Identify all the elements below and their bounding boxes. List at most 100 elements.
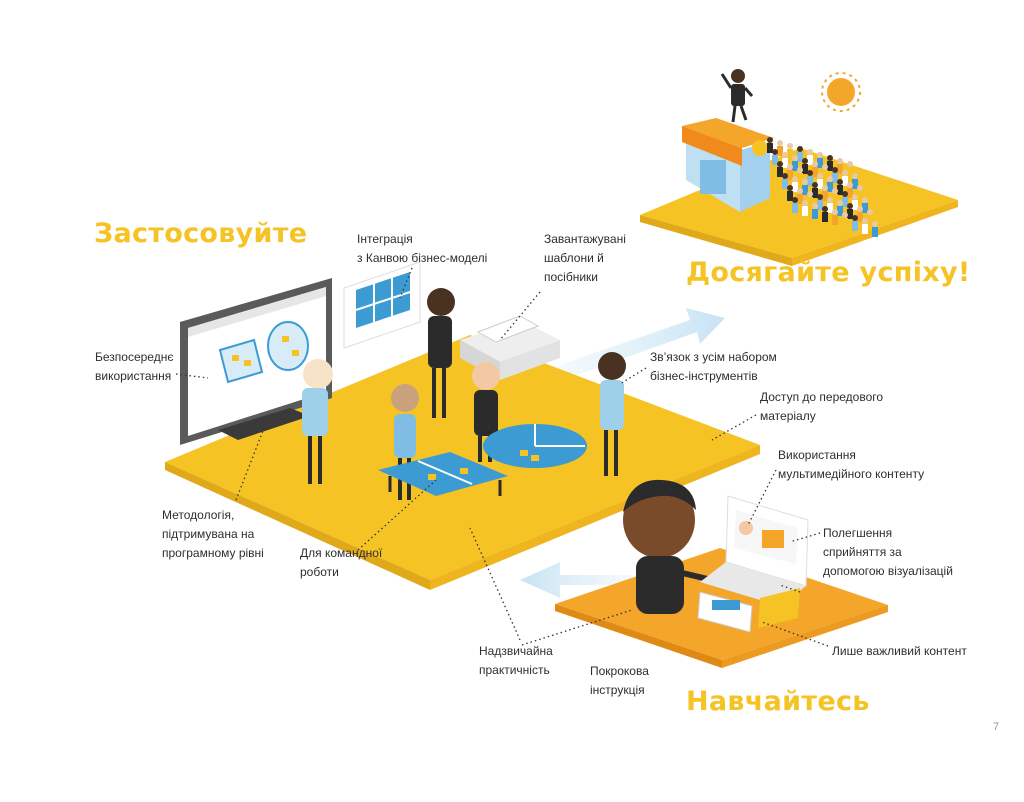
heading-apply: Застосовуйте	[94, 218, 308, 249]
crowd-person-body	[837, 164, 843, 174]
label-multimedia: Використання мультимедійного контенту	[778, 448, 925, 481]
crowd-person-body	[772, 155, 778, 165]
canvas-poster	[343, 261, 421, 349]
crowd-person-body	[827, 182, 833, 192]
heading-succeed: Досягайте успіху!	[686, 257, 971, 288]
crowd-person-head	[857, 206, 863, 212]
crowd-person-body	[787, 149, 793, 159]
crowd-person-head	[777, 140, 783, 146]
label-advanced-access: Доступ до передового матеріалу	[760, 390, 884, 423]
crowd-person-head	[842, 191, 848, 197]
crowd-person-body	[802, 206, 808, 216]
crowd-person-head	[842, 170, 848, 176]
crowd-person-head	[787, 164, 793, 170]
crowd-person-head	[797, 167, 803, 173]
crowd-person-body	[817, 158, 823, 168]
crowd-person-body	[807, 197, 813, 207]
crowd-person-head	[777, 161, 783, 167]
crowd-person-head	[847, 203, 853, 209]
label-toolkit-link: Зв’язок з усім набором бізнес-інструмент…	[650, 350, 777, 383]
crowd-person-body	[822, 191, 828, 201]
crowd-person-body	[837, 206, 843, 216]
crowd-person-head	[807, 191, 813, 197]
crowd-person-body	[807, 176, 813, 186]
crowd-person-body	[812, 167, 818, 177]
crowd-person-head	[847, 182, 853, 188]
crowd-person-head	[852, 194, 858, 200]
crowd-person-body	[792, 161, 798, 171]
store-building	[682, 118, 774, 212]
crowd-person-head	[797, 146, 803, 152]
crowd-person-body	[802, 185, 808, 195]
crowd-person-body	[792, 182, 798, 192]
crowd-person-body	[847, 167, 853, 177]
crowd-person-body	[862, 203, 868, 213]
monitor	[180, 278, 332, 445]
crowd-person-body	[837, 185, 843, 195]
learner	[623, 479, 713, 614]
crowd-person-head	[807, 170, 813, 176]
crowd-person-body	[857, 212, 863, 222]
crowd-person-head	[822, 164, 828, 170]
crowd-person-head	[837, 179, 843, 185]
crowd-person-head	[822, 206, 828, 212]
celebrating-person	[720, 69, 754, 123]
crowd-person-body	[832, 173, 838, 183]
crowd-person-head	[787, 143, 793, 149]
crowd-person-body	[822, 170, 828, 180]
crowd-person-head	[847, 161, 853, 167]
arrow-from-learn	[520, 562, 640, 598]
crowd-person-head	[822, 185, 828, 191]
round-table	[483, 424, 587, 468]
crowd-person-body	[782, 158, 788, 168]
crowd-person-body	[797, 194, 803, 204]
crowd-person-body	[807, 155, 813, 165]
crowd-person-head	[817, 152, 823, 158]
crowd-person-body	[792, 203, 798, 213]
label-step-by-step: Покрокова інструкція	[590, 664, 649, 697]
label-essential-content: Лише важливий контент	[832, 644, 967, 658]
crowd-person-body	[872, 227, 878, 237]
crowd-person-head	[782, 173, 788, 179]
label-integration: Інтеграція з Канвою бізнес-моделі	[357, 232, 488, 265]
crowd-person-body	[847, 209, 853, 219]
person-right	[598, 352, 626, 476]
crowd-person-head	[857, 185, 863, 191]
sun-icon	[821, 72, 861, 112]
crowd-person-body	[777, 146, 783, 156]
crowd-person-head	[792, 155, 798, 161]
label-downloadable: Завантажувані шаблони й посібники	[544, 232, 626, 284]
crowd-person-head	[862, 218, 868, 224]
crowd-person-head	[802, 158, 808, 164]
crowd-person-body	[782, 179, 788, 189]
person-standing-back	[427, 288, 455, 418]
books	[697, 588, 800, 633]
crowd-person-head	[817, 173, 823, 179]
crowd-person-body	[827, 203, 833, 213]
crowd-person-body	[852, 221, 858, 231]
crowd-person-head	[837, 200, 843, 206]
label-software-methodology: Методологія, підтримувана на програмному…	[162, 508, 264, 560]
crowd-person-body	[797, 152, 803, 162]
crowd-person-body	[767, 143, 773, 153]
crowd-person-head	[807, 149, 813, 155]
label-visualization: Полегшення сприйняття за допомогою візуа…	[823, 526, 953, 578]
crowd-person-head	[852, 173, 858, 179]
crowd-person-body	[822, 212, 828, 222]
crowd-person-body	[847, 188, 853, 198]
crowd-person-body	[832, 215, 838, 225]
crowd-person-head	[862, 197, 868, 203]
crowd-person-head	[827, 197, 833, 203]
crowd-person-head	[787, 185, 793, 191]
crowd-person-head	[772, 149, 778, 155]
crowd-person-body	[842, 218, 848, 228]
crowd-person-head	[817, 194, 823, 200]
crowd-person-head	[852, 215, 858, 221]
crowd-person-body	[862, 224, 868, 234]
crowd-person-head	[832, 188, 838, 194]
crowd-person-body	[857, 191, 863, 201]
crowd-person-body	[867, 215, 873, 225]
crowd-person-head	[872, 221, 878, 227]
person-at-monitor	[302, 359, 333, 484]
